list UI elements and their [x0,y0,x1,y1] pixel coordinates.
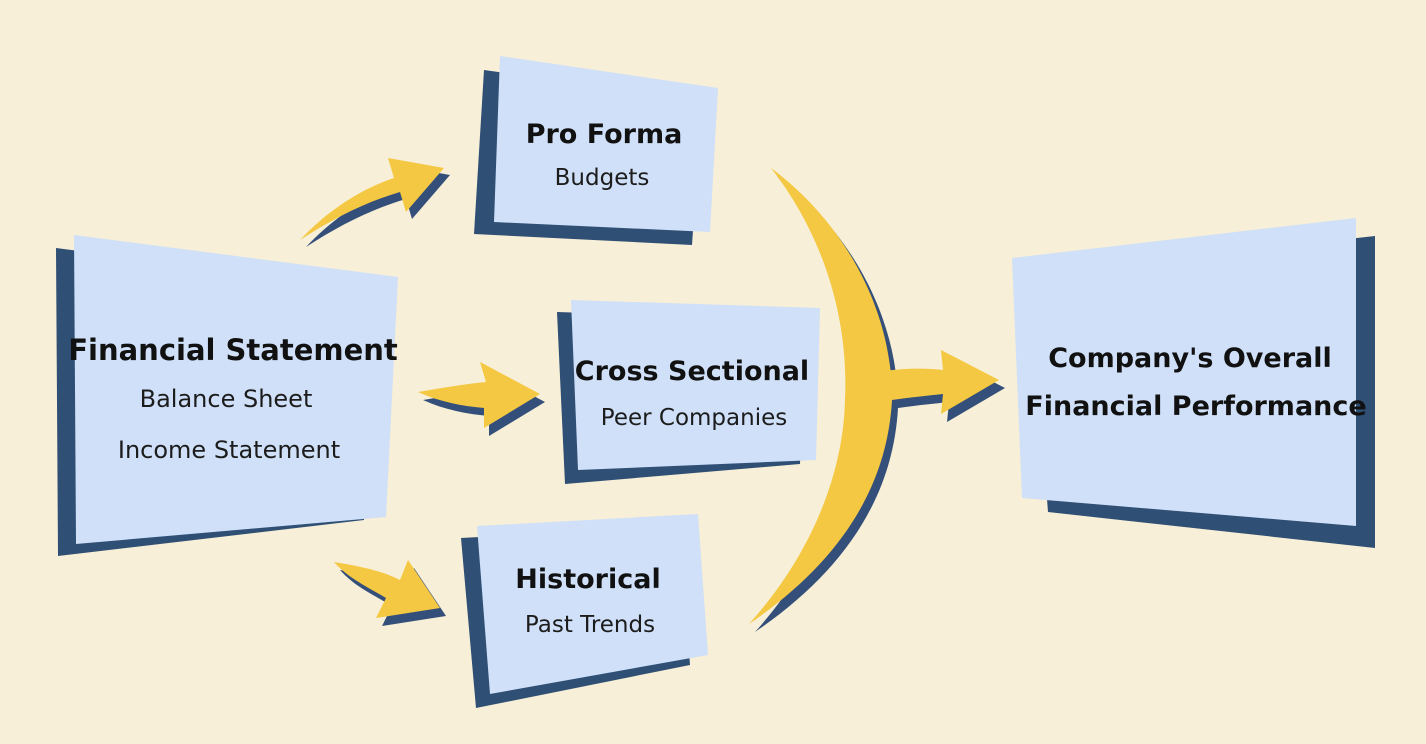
arrow-to-historical-shape [334,560,440,618]
cross-sectional-face [571,300,820,470]
pro-forma-box: Pro Forma Budgets [474,56,718,245]
arrow-to-pro-forma [300,158,450,247]
cross-sectional-title: Cross Sectional [575,356,809,387]
overall-performance-face [1012,218,1356,526]
financial-statement-title: Financial Statement [68,333,398,367]
pro-forma-title: Pro Forma [526,119,683,150]
overall-performance-box: Company's Overall Financial Performance [1012,218,1375,548]
pro-forma-line-1: Budgets [555,165,650,191]
overall-performance-title-line-1: Company's Overall [1048,343,1332,374]
cross-sectional-box: Cross Sectional Peer Companies [557,300,820,484]
financial-statement-box: Financial Statement Balance Sheet Income… [56,235,398,556]
arrow-to-cross-sectional-shape [418,362,540,428]
financial-statement-line-2: Income Statement [118,436,340,464]
arrow-to-historical [334,560,446,626]
merge-arrow-shape [749,168,999,624]
historical-line-1: Past Trends [525,612,655,638]
overall-performance-title-line-2: Financial Performance [1025,391,1366,422]
arrow-to-cross-sectional [418,362,545,436]
financial-statement-line-1: Balance Sheet [140,385,313,413]
historical-title: Historical [515,564,660,595]
merge-arrow-to-overall [749,168,1005,632]
cross-sectional-line-1: Peer Companies [601,405,787,431]
historical-box: Historical Past Trends [461,514,708,708]
financial-statement-face [74,235,398,544]
arrow-to-pro-forma-shape [300,158,444,240]
pro-forma-face [494,56,718,232]
historical-face [477,514,708,694]
